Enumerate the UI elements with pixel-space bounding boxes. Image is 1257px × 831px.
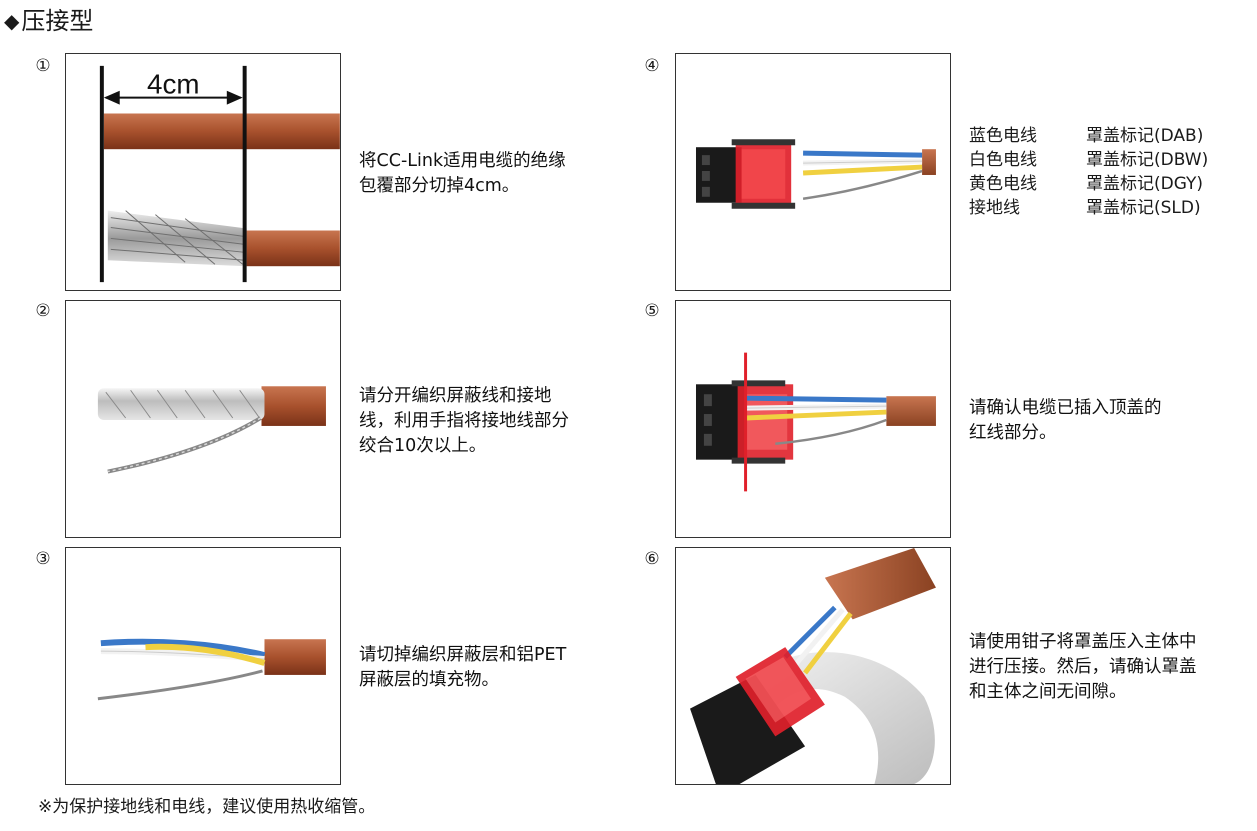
wire-insertion-check-illustration (695, 352, 936, 492)
step-4-number: ④ (644, 56, 660, 76)
wire-row: 蓝色电线 罩盖标记(DAB) (969, 124, 1208, 148)
step-5-image (675, 300, 951, 538)
step-2-number: ② (35, 301, 51, 321)
step-5-number: ⑤ (644, 301, 660, 321)
diamond-bullet-icon: ◆ (4, 9, 20, 33)
wire-row: 白色电线 罩盖标记(DBW) (969, 148, 1208, 172)
step-2-image (65, 300, 341, 538)
step-1-image: 4cm (65, 53, 341, 291)
page-title: 压接型 (21, 7, 94, 35)
wire-row: 接地线 罩盖标记(SLD) (969, 196, 1208, 220)
wire-name: 白色电线 (969, 150, 1037, 170)
connector-wires-illustration (695, 139, 936, 209)
step-6-image (675, 547, 951, 785)
page-heading: ◆ 压接型 (4, 6, 93, 36)
cover-mark: 罩盖标记(DGY) (1086, 174, 1204, 194)
step-3-image (65, 547, 341, 785)
step-6-text: 请使用钳子将罩盖压入主体中 进行压接。然后，请确认罩盖 和主体之间无间隙。 (969, 632, 1197, 702)
cover-mark: 罩盖标记(DAB) (1086, 126, 1204, 146)
crimping-pliers-illustration (690, 548, 936, 784)
stripped-cable-illustration: 4cm (99, 65, 340, 283)
step-4-image (675, 53, 951, 291)
step-2-text: 请分开编织屏蔽线和接地 线，利用手指将接地线部分 绞合10次以上。 (359, 386, 569, 456)
wire-name: 黄色电线 (969, 174, 1037, 194)
wire-name: 接地线 (969, 198, 1020, 218)
wire-name: 蓝色电线 (969, 126, 1037, 146)
shield-separation-illustration (97, 386, 326, 474)
wire-row: 黄色电线 罩盖标记(DGY) (969, 172, 1208, 196)
dimension-label: 4cm (147, 69, 199, 100)
footnote: ※为保护接地线和电线，建议使用热收缩管。 (38, 797, 376, 817)
step-6-number: ⑥ (644, 549, 660, 569)
step-1-text: 将CC-Link适用电缆的绝缘 包覆部分切掉4cm。 (359, 151, 566, 196)
wires-exposed-illustration (97, 638, 326, 701)
step-3-text: 请切掉编织屏蔽层和铝PET 屏蔽层的填充物。 (359, 645, 567, 690)
step-1-number: ① (35, 56, 51, 76)
cover-mark: 罩盖标记(DBW) (1086, 150, 1209, 170)
step-3-number: ③ (35, 549, 51, 569)
wire-mark-list: 蓝色电线 罩盖标记(DAB) 白色电线 罩盖标记(DBW) 黄色电线 罩盖标记(… (969, 124, 1208, 220)
cover-mark: 罩盖标记(SLD) (1086, 198, 1201, 218)
step-5-text: 请确认电缆已插入顶盖的 红线部分。 (969, 398, 1162, 443)
